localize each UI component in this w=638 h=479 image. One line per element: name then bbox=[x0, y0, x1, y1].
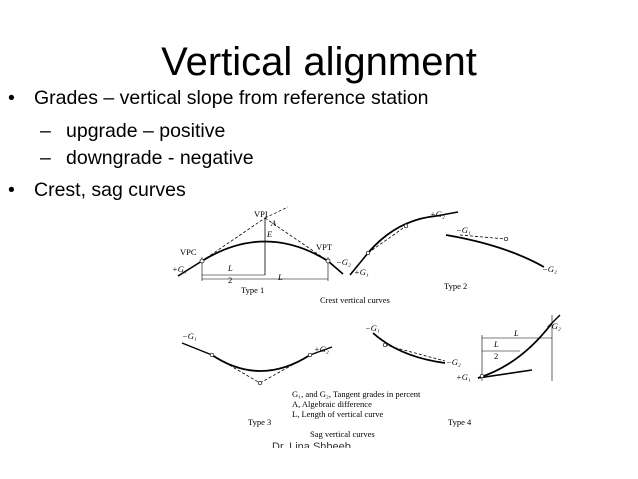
type4b-left-tangent bbox=[477, 369, 533, 379]
type4-pos-g2: +G₂ bbox=[546, 321, 561, 331]
type2-point bbox=[365, 250, 371, 256]
vertical-curves-figure: VPI VPC VPT A E L 2 L +G₁ −G₂ Type 1 Cre… bbox=[160, 195, 570, 445]
type2-dashed bbox=[367, 225, 407, 254]
vpt-label: VPT bbox=[316, 242, 333, 252]
type4b-point bbox=[479, 373, 485, 379]
legend-line-1: G₁, and G₂, Tangent grades in percent bbox=[292, 389, 421, 399]
e-label: E bbox=[266, 229, 273, 239]
type3-point-vpi bbox=[257, 380, 263, 386]
bullet-upgrade: –upgrade – positive bbox=[40, 119, 225, 143]
type1-left-tangent bbox=[177, 260, 203, 277]
type4a-dashed bbox=[384, 344, 446, 362]
type3-dashed-left bbox=[211, 354, 261, 384]
slide-footer: Dr. Lina Shbeeb bbox=[272, 441, 351, 448]
bullet-downgrade: –downgrade - negative bbox=[40, 146, 254, 170]
crest-caption: Crest vertical curves bbox=[320, 295, 390, 305]
bullet-text: upgrade – positive bbox=[66, 120, 226, 142]
bullet-marker: – bbox=[40, 147, 51, 169]
bullet-grades: • Grades – vertical slope from reference … bbox=[8, 86, 429, 110]
type2-pos-g1: +G₁ bbox=[354, 267, 369, 277]
type2b-dashed bbox=[459, 234, 507, 240]
vpt-point bbox=[325, 258, 331, 264]
type4-half-l-den: 2 bbox=[494, 351, 498, 361]
type3-right-tangent bbox=[309, 346, 333, 356]
vpc-point bbox=[199, 258, 205, 264]
type2-label: Type 2 bbox=[444, 281, 467, 291]
type1-label: Type 1 bbox=[241, 285, 264, 295]
type2b-curve bbox=[445, 234, 545, 268]
type4b-curve bbox=[477, 322, 553, 379]
type3-point-left bbox=[209, 352, 215, 358]
type2-point-2 bbox=[403, 223, 409, 229]
type1-right-tangent bbox=[327, 260, 344, 275]
type1-tangent-dashed-left bbox=[201, 217, 266, 262]
vpc-label: VPC bbox=[180, 247, 197, 257]
type3-pos-g2: +G₂ bbox=[314, 344, 329, 354]
type2-right-tangent bbox=[435, 211, 459, 217]
type4-label: Type 4 bbox=[448, 417, 472, 427]
type2-neg-g2: −G₂ bbox=[542, 264, 557, 274]
type3-point-right bbox=[307, 352, 313, 358]
type3-dashed-right bbox=[259, 354, 311, 384]
type4-l-label: L bbox=[513, 328, 519, 338]
type3-left-tangent bbox=[181, 342, 213, 356]
type4b-right-tangent bbox=[551, 314, 561, 324]
l-label: L bbox=[277, 272, 283, 282]
legend-line-2: A, Algebraic difference bbox=[292, 399, 372, 409]
diagram-labels: VPI VPC VPT A E L 2 L +G₁ −G₂ Type 1 Cre… bbox=[172, 209, 561, 439]
bullet-crest-sag: • Crest, sag curves bbox=[8, 178, 186, 202]
bullet-marker: • bbox=[8, 87, 15, 109]
type4a-point bbox=[382, 342, 388, 348]
type1-grade-extension bbox=[264, 206, 289, 219]
type4-neg-g2: −G₂ bbox=[446, 357, 461, 367]
a-label: A bbox=[270, 218, 277, 228]
type4-neg-g1: −G₁ bbox=[365, 323, 380, 333]
vpi-label: VPI bbox=[254, 209, 268, 219]
type4-half-l: L bbox=[493, 339, 499, 349]
type4-pos-g1: +G₁ bbox=[456, 372, 471, 382]
type4a-curve bbox=[372, 332, 446, 364]
type3-neg-g1: −G₁ bbox=[182, 331, 197, 341]
bullet-marker: – bbox=[40, 120, 51, 142]
type2-pos-g2: +G₂ bbox=[430, 209, 445, 219]
type1-tangent-dashed-right bbox=[264, 217, 329, 262]
neg-g2-label: −G₂ bbox=[336, 257, 351, 267]
vertical-curves-diagram: VPI VPC VPT A E L 2 L +G₁ −G₂ Type 1 Cre… bbox=[172, 206, 561, 439]
type2-left-tangent bbox=[349, 252, 369, 276]
half-l-label: L bbox=[227, 263, 233, 273]
sag-caption: Sag vertical curves bbox=[310, 429, 375, 439]
type2b-point bbox=[503, 236, 509, 242]
bullet-text: Grades – vertical slope from reference s… bbox=[34, 87, 429, 109]
bullet-text: downgrade - negative bbox=[66, 147, 254, 169]
slide-title: Vertical alignment bbox=[161, 40, 477, 84]
bullet-text: Crest, sag curves bbox=[34, 179, 186, 201]
legend-line-3: L, Length of vertical curve bbox=[292, 409, 384, 419]
type2-curve bbox=[367, 215, 437, 254]
type3-label: Type 3 bbox=[248, 417, 271, 427]
type2-neg-g1: −G₁ bbox=[456, 225, 471, 235]
pos-g1-label: +G₁ bbox=[172, 264, 187, 274]
half-l-denominator: 2 bbox=[228, 275, 232, 285]
bullet-marker: • bbox=[8, 179, 15, 201]
